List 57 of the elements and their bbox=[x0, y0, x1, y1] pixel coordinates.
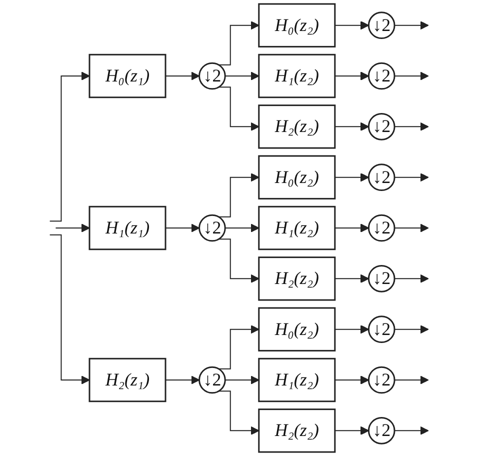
arrow bbox=[218, 172, 260, 218]
arrow bbox=[224, 224, 260, 232]
node-box bbox=[258, 408, 336, 453]
node-circle bbox=[368, 62, 396, 90]
arrow bbox=[218, 238, 260, 284]
arrow bbox=[334, 224, 370, 232]
node-box bbox=[258, 3, 336, 48]
node-box bbox=[88, 358, 166, 402]
node-box bbox=[88, 206, 166, 250]
arrow bbox=[218, 324, 260, 370]
node-box bbox=[258, 358, 336, 402]
arrow bbox=[334, 122, 370, 132]
node-circle bbox=[368, 113, 396, 140]
node-circle bbox=[368, 265, 396, 292]
node-circle bbox=[368, 214, 396, 242]
arrow bbox=[165, 224, 200, 232]
arrow bbox=[394, 324, 429, 334]
arrow bbox=[224, 72, 260, 80]
arrow bbox=[218, 20, 260, 66]
arrow bbox=[55, 224, 90, 232]
node-box bbox=[258, 155, 336, 200]
arrow bbox=[218, 390, 260, 436]
arrow bbox=[394, 224, 429, 232]
node-circle bbox=[198, 214, 226, 242]
node-box bbox=[258, 54, 336, 98]
arrow bbox=[334, 324, 370, 334]
arrow bbox=[394, 426, 429, 436]
arrow bbox=[394, 20, 429, 30]
node-box bbox=[88, 54, 166, 98]
arrow bbox=[394, 122, 429, 132]
arrow bbox=[394, 274, 429, 284]
node-box bbox=[258, 104, 336, 149]
arrow bbox=[394, 172, 429, 182]
arrow bbox=[334, 274, 370, 284]
arrow bbox=[334, 376, 370, 384]
arrow bbox=[218, 86, 260, 132]
node-circle bbox=[368, 164, 396, 191]
node-circle bbox=[198, 366, 226, 394]
node-box bbox=[258, 307, 336, 352]
node-circle bbox=[368, 316, 396, 343]
arrow bbox=[334, 172, 370, 182]
arrow bbox=[334, 72, 370, 80]
arrow bbox=[224, 376, 260, 384]
arrow bbox=[334, 20, 370, 30]
arrow bbox=[394, 72, 429, 80]
arrow bbox=[165, 72, 200, 80]
node-box bbox=[258, 256, 336, 301]
arrow bbox=[49, 234, 90, 384]
arrow bbox=[49, 72, 90, 222]
arrow bbox=[394, 376, 429, 384]
arrow bbox=[165, 376, 200, 384]
node-circle bbox=[368, 417, 396, 444]
arrow bbox=[334, 426, 370, 436]
node-circle bbox=[368, 12, 396, 39]
node-circle bbox=[198, 62, 226, 90]
node-circle bbox=[368, 366, 396, 394]
node-box bbox=[258, 206, 336, 250]
